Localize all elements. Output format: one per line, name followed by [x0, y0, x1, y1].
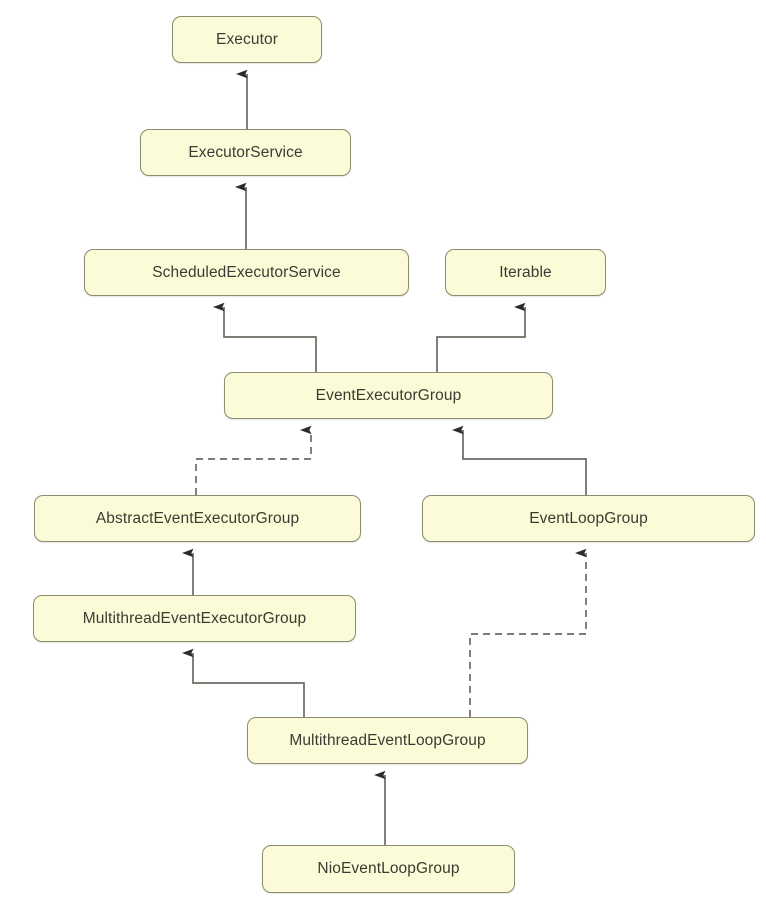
class-node-label: Iterable: [499, 263, 552, 281]
class-node-executor[interactable]: Executor: [172, 16, 322, 63]
class-node-multithread-event-loop-group[interactable]: MultithreadEventLoopGroup: [247, 717, 528, 764]
class-node-label: EventLoopGroup: [529, 509, 648, 527]
class-node-executor-service[interactable]: ExecutorService: [140, 129, 351, 176]
class-node-label: ScheduledExecutorService: [152, 263, 341, 281]
class-node-event-loop-group[interactable]: EventLoopGroup: [422, 495, 755, 542]
class-node-label: AbstractEventExecutorGroup: [95, 509, 300, 527]
class-node-label: NioEventLoopGroup: [317, 860, 460, 878]
class-node-label: EventExecutorGroup: [315, 386, 462, 404]
class-node-label: MultithreadEventExecutorGroup: [82, 609, 307, 627]
class-node-iterable[interactable]: Iterable: [445, 249, 606, 296]
class-node-multithread-event-executor-group[interactable]: MultithreadEventExecutorGroup: [33, 595, 356, 642]
class-node-event-executor-group[interactable]: EventExecutorGroup: [224, 372, 553, 419]
class-node-label: ExecutorService: [188, 143, 303, 161]
class-node-nio-event-loop-group[interactable]: NioEventLoopGroup: [262, 845, 515, 893]
class-node-scheduled-executor-service[interactable]: ScheduledExecutorService: [84, 249, 409, 296]
class-node-label: Executor: [216, 30, 278, 48]
class-node-label: MultithreadEventLoopGroup: [289, 731, 486, 749]
class-node-abstract-event-executor-group[interactable]: AbstractEventExecutorGroup: [34, 495, 361, 542]
